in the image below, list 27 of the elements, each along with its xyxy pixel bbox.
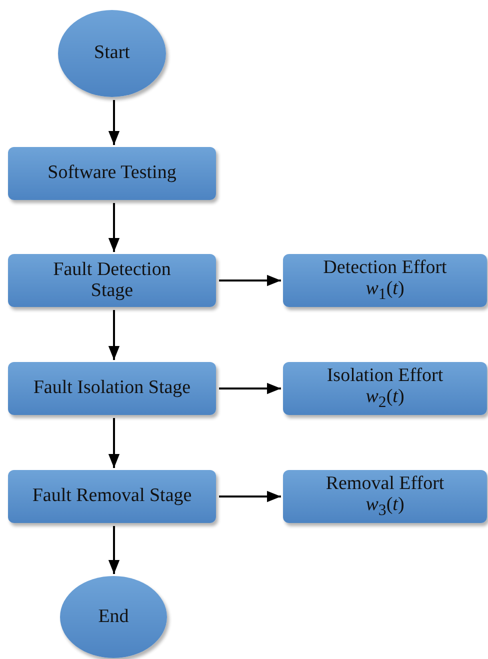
arrow: [108, 418, 120, 468]
arrow: [108, 203, 120, 252]
node-label: Isolation Effort: [326, 366, 444, 387]
node-label: Fault Isolation Stage: [33, 378, 191, 399]
arrow: [108, 526, 120, 574]
formula-label: w$_{1}$(t): [366, 278, 404, 304]
node-label: Fault Removal Stage: [32, 486, 192, 507]
formula-label: w$_{3}$(t): [366, 494, 404, 520]
arrow: [219, 382, 281, 394]
arrow: [219, 274, 281, 286]
formula-label: w$_{2}$(t): [366, 386, 404, 412]
process-box: [283, 254, 487, 307]
node-label: Software Testing: [48, 163, 176, 184]
process-box: [8, 470, 216, 523]
process-box: [283, 362, 487, 415]
arrow: [108, 100, 120, 145]
node-label: Start: [94, 43, 130, 64]
node-label: Detection Effort: [323, 258, 447, 279]
process-box: [8, 254, 216, 307]
node-label: Removal Effort: [326, 474, 444, 495]
node-label: End: [98, 606, 129, 628]
process-box: [8, 362, 216, 415]
arrow: [219, 490, 281, 502]
process-box: [283, 470, 487, 523]
node-label: Fault Detection Stage: [52, 260, 172, 302]
process-box: [8, 147, 216, 200]
arrow: [108, 310, 120, 360]
